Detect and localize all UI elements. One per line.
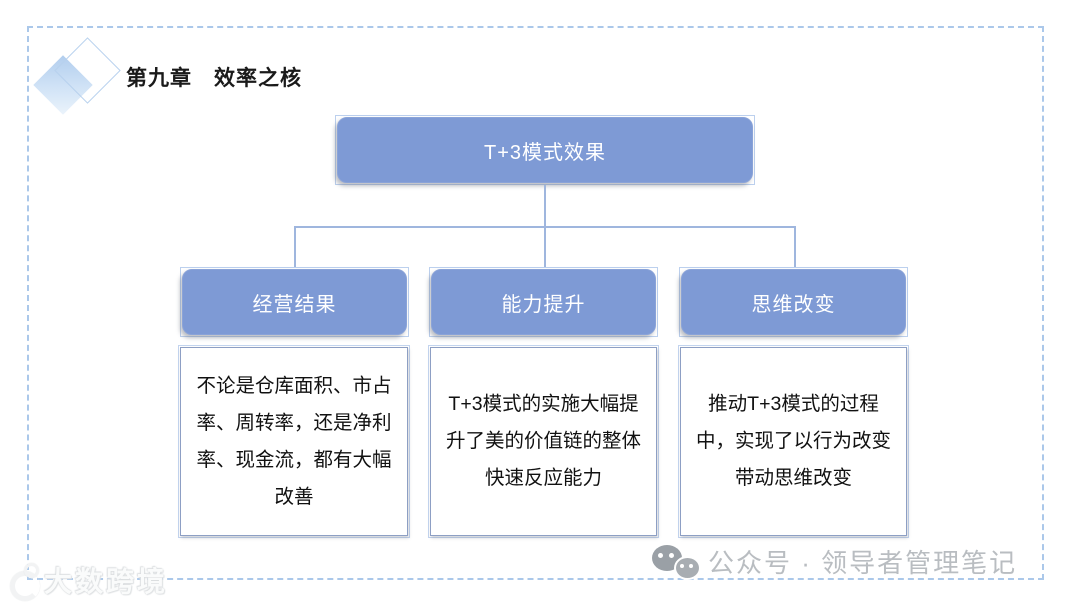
wechat-icon [650,542,701,580]
wechat-bubble-small [674,556,701,580]
watermark-right-text: 公众号 · 领导者管理笔记 [708,547,1018,578]
desc-box-inner: T+3模式的实施大幅提升了美的价值链的整体快速反应能力 [430,347,657,536]
watermark-bottom-right: 公众号 · 领导者管理笔记 [650,540,1017,582]
branch-node-label: 能力提升 [431,269,656,335]
desc-text: T+3模式的实施大幅提升了美的价值链的整体快速反应能力 [445,393,641,489]
desc-box-inner: 不论是仓库面积、市占率、周转率，还是净利率、现金流，都有大幅改善 [180,347,408,536]
branch-node-frame [429,267,658,337]
dashukuajing-logo-icon [8,563,40,601]
desc-box-operating-results: 不论是仓库面积、市占率、周转率，还是净利率、现金流，都有大幅改善 [178,345,410,538]
desc-box-mindset-change: 推动T+3模式的过程中，实现了以行为改变带动思维改变 [678,345,909,538]
watermark-bottom-left: 大数跨境 [8,558,168,602]
desc-text: 推动T+3模式的过程中，实现了以行为改变带动思维改变 [695,393,891,489]
desc-box-frame [178,345,410,538]
desc-text: 不论是仓库面积、市占率、周转率，还是净利率、现金流，都有大幅改善 [196,374,392,508]
watermark-left-text: 大数跨境 [44,566,169,597]
connector-horizontal [294,226,795,228]
logo-dots-shape [24,563,39,578]
slide-dashed-border [27,26,1044,580]
root-node: T+3模式效果 [335,115,755,185]
connector-vertical-left [294,226,296,267]
desc-box-inner: 推动T+3模式的过程中，实现了以行为改变带动思维改变 [680,347,907,536]
diamond-icon [33,37,121,115]
root-node-label: T+3模式效果 [337,117,753,183]
branch-node-capability-improvement: 能力提升 [429,267,658,337]
root-node-frame [335,115,755,185]
branch-node-frame [679,267,908,337]
chapter-title: 第九章 效率之核 [126,67,302,90]
desc-box-frame [678,345,909,538]
connector-vertical-right [794,226,796,267]
branch-node-label: 经营结果 [182,269,407,335]
desc-box-frame [428,345,659,538]
branch-node-operating-results: 经营结果 [180,267,409,337]
branch-node-label: 思维改变 [681,269,906,335]
branch-node-mindset-change: 思维改变 [679,267,908,337]
branch-node-frame [180,267,409,337]
desc-box-capability-improvement: T+3模式的实施大幅提升了美的价值链的整体快速反应能力 [428,345,659,538]
